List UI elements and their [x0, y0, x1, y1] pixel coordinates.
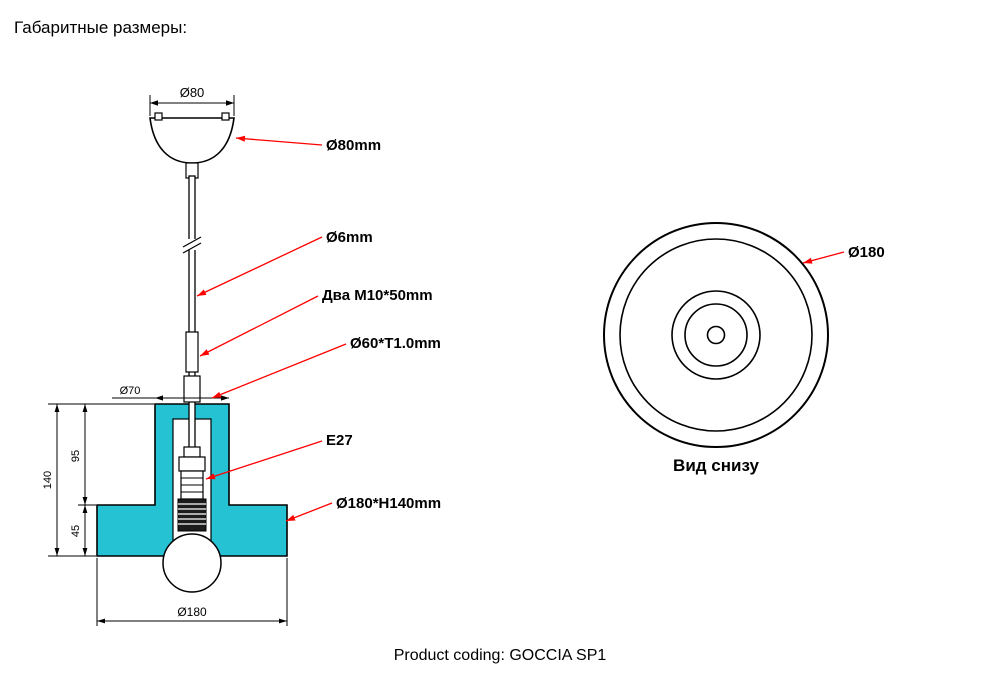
dim-arrow [221, 395, 229, 401]
hub-outer-circle [671, 290, 761, 380]
callout-label-rod: Ø6mm [326, 229, 373, 246]
leader-line [211, 343, 347, 399]
suspension-rod [188, 175, 196, 451]
bottom-view-caption: Вид снизу [673, 456, 759, 475]
rod-break-line-1 [182, 236, 202, 248]
outer-rim-circle [603, 222, 829, 448]
dim-arrow [226, 100, 234, 106]
dim-lower-height: 45 [70, 505, 88, 556]
socket-thread [177, 498, 207, 532]
hub-inner-circle [684, 303, 748, 367]
dim-arrow [82, 505, 88, 513]
dim-arrow [155, 395, 163, 401]
callout-label-canopy: Ø80mm [326, 137, 381, 154]
leader-line [199, 295, 319, 357]
dim-label-plate-width: Ø70 [120, 385, 141, 397]
leader-arrow-icon [286, 514, 296, 521]
dim-label-canopy-width: Ø80 [180, 85, 205, 100]
rod-break [182, 236, 202, 254]
callout-couplings: Два M10*50mm [199, 287, 433, 357]
canopy-dome [149, 117, 235, 164]
dim-arrow [82, 404, 88, 412]
leader-arrow-icon [206, 473, 216, 480]
callout-bottom-diameter: Ø180 [802, 244, 885, 264]
coupling-nut [183, 375, 201, 403]
dim-plate-width: Ø70 [112, 385, 229, 401]
callout-label-bottom-diameter: Ø180 [848, 244, 885, 261]
socket-ring [178, 456, 206, 472]
dim-arrow [54, 404, 60, 412]
callout-socket: E27 [205, 432, 353, 480]
leader-line [235, 137, 323, 146]
rod-break-gap [186, 239, 198, 250]
leader-arrow-icon [200, 349, 210, 356]
socket-cap [183, 446, 201, 458]
dim-total-height: 140 [42, 403, 154, 557]
dim-label-upper-height: 95 [70, 450, 82, 462]
leader-arrow-icon [212, 391, 222, 398]
leader-arrow-icon [803, 257, 813, 264]
callout-rod: Ø6mm [196, 229, 373, 297]
dim-upper-height: 95 [70, 404, 96, 506]
canopy [149, 112, 235, 179]
callout-body-size: Ø180*H140mm [285, 495, 441, 522]
dim-label-base-diameter: Ø180 [177, 605, 207, 619]
dim-arrow [82, 497, 88, 505]
dim-canopy-width: Ø80 [149, 85, 235, 116]
canopy-screw-right [221, 112, 230, 121]
callout-label-socket: E27 [326, 432, 353, 449]
leader-arrow-icon [236, 135, 246, 142]
dim-label-lower-height: 45 [70, 525, 82, 537]
inner-rim-circle [619, 238, 813, 432]
center-hole-circle [706, 325, 726, 345]
dim-arrow [54, 548, 60, 556]
rod-break-line-2 [182, 242, 202, 254]
canopy-screw-left [154, 112, 163, 121]
dim-arrow [150, 100, 158, 106]
dim-arrow [279, 618, 287, 624]
product-coding: Product coding: GOCCIA SP1 [394, 647, 607, 664]
dim-label-total-height: 140 [42, 471, 54, 489]
page-title: Габаритные размеры: [14, 18, 187, 37]
dim-base-diameter: Ø180 [96, 558, 288, 626]
callout-canopy: Ø80mm [235, 135, 381, 154]
leader-line [205, 440, 323, 480]
side-view: Ø80 Ø70 140 95 [42, 85, 441, 626]
bulb [162, 533, 222, 593]
dim-arrow [97, 618, 105, 624]
dim-arrow [82, 548, 88, 556]
coupling-sleeve [185, 331, 199, 373]
callout-label-body-size: Ø180*H140mm [336, 495, 441, 512]
callout-label-couplings: Два M10*50mm [322, 287, 433, 304]
leader-arrow-icon [197, 289, 207, 296]
bottom-view: Ø180 Вид снизу [603, 222, 885, 475]
callout-tube: Ø60*T1.0mm [211, 335, 441, 399]
callout-label-tube: Ø60*T1.0mm [350, 335, 441, 352]
socket [177, 446, 207, 532]
leader-line [196, 236, 323, 297]
